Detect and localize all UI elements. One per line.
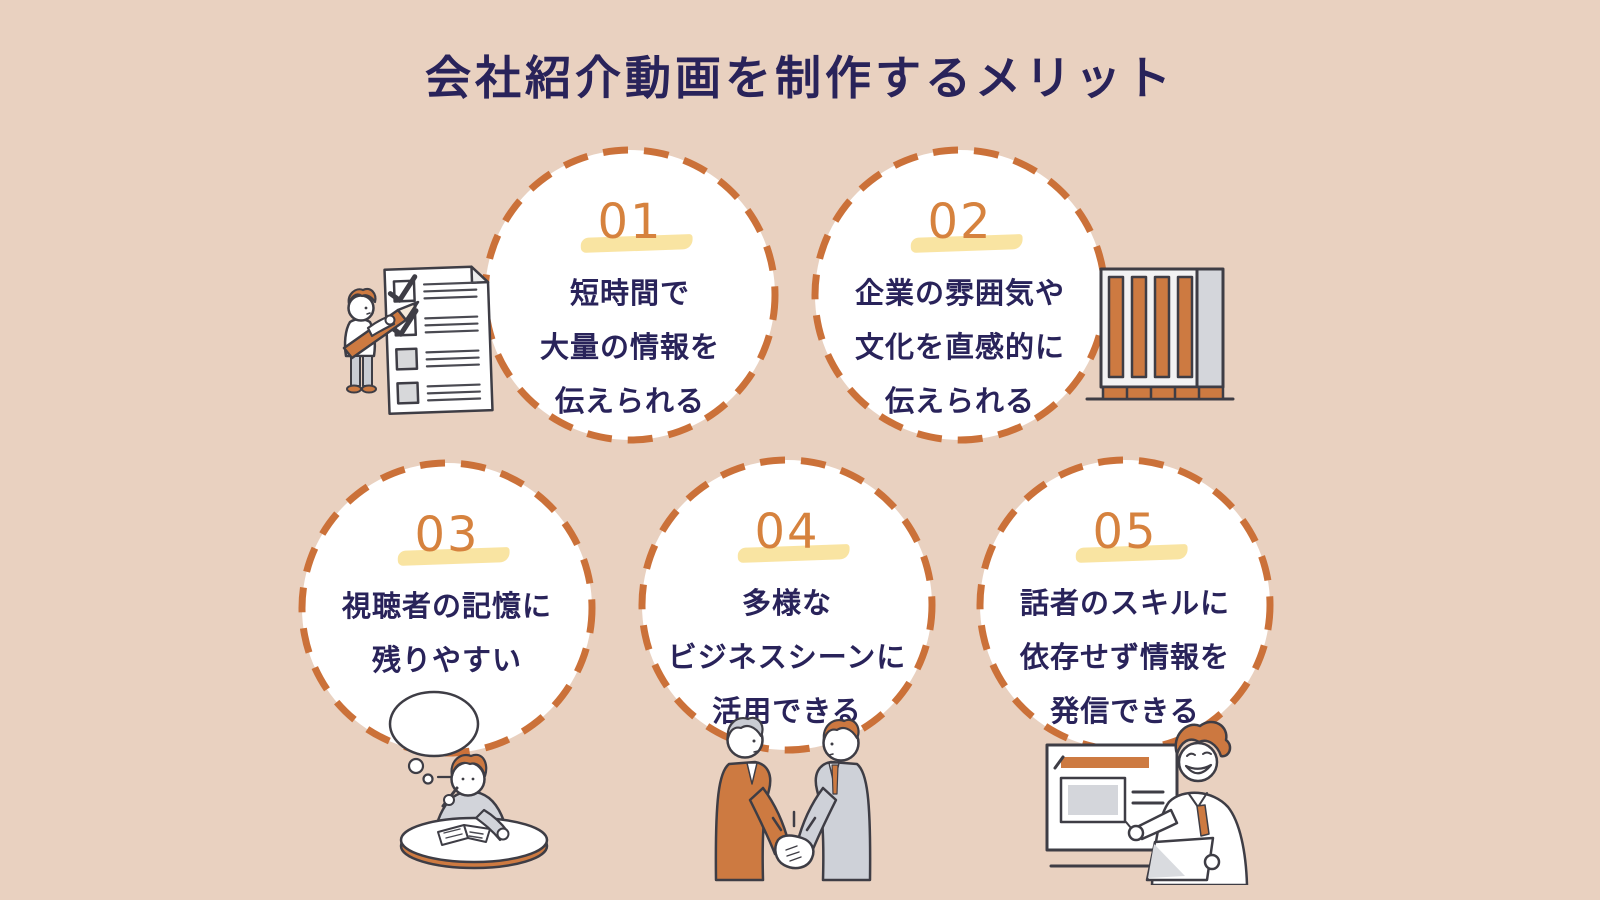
benefit-number: 03 [414, 507, 480, 563]
benefit-text-line: 依存せず情報を [1019, 642, 1230, 674]
benefit-card-3-content: 03 視聴者の記憶に 残りやすい [297, 458, 597, 758]
benefit-number-wrap: 04 [737, 499, 850, 563]
benefit-text-line: 企業の雰囲気や [854, 278, 1065, 310]
person-thinking-at-table-icon [388, 690, 549, 870]
benefit-number-wrap: 02 [910, 189, 1023, 253]
business-handshake-icon [714, 716, 872, 882]
benefit-text: 企業の雰囲気や 文化を直感的に 伝えられる [855, 267, 1065, 429]
benefit-number: 01 [597, 194, 663, 250]
benefit-number: 02 [927, 194, 993, 250]
benefit-text-line: 伝えられる [554, 386, 705, 418]
benefit-card-5-content: 05 話者のスキルに 依存せず情報を 発信できる [975, 455, 1275, 755]
benefit-card-4: 04 多様な ビジネスシーンに 活用できる [637, 455, 937, 755]
benefit-number-wrap: 03 [397, 502, 510, 566]
dashed-circle-icon [638, 456, 936, 754]
benefit-text-line: 視聴者の記憶に [341, 591, 552, 623]
benefit-text: 短時間で 大量の情報を 伝えられる [540, 267, 720, 429]
benefit-text-line: 文化を直感的に [854, 332, 1065, 364]
benefit-card-2-content: 02 企業の雰囲気や 文化を直感的に 伝えられる [810, 145, 1110, 445]
benefit-card-1: 01 短時間で 大量の情報を 伝えられる [480, 145, 780, 445]
page-title: 会社紹介動画を制作するメリット [425, 52, 1175, 104]
benefit-card-3: 03 視聴者の記憶に 残りやすい [297, 458, 597, 758]
benefit-text: 話者のスキルに 依存せず情報を 発信できる [1020, 577, 1230, 739]
benefit-number: 05 [1092, 504, 1158, 560]
benefit-number: 04 [754, 504, 820, 560]
benefit-text-line: 大量の情報を [539, 332, 720, 364]
benefit-number-wrap: 01 [580, 189, 693, 253]
office-building-icon [1085, 267, 1235, 401]
presenter-with-board-icon [1045, 720, 1249, 885]
person-checking-list-icon [342, 265, 494, 415]
benefit-card-1-content: 01 短時間で 大量の情報を 伝えられる [480, 145, 780, 445]
benefit-text: 視聴者の記憶に 残りやすい [342, 580, 552, 688]
benefit-text-line: 残りやすい [371, 645, 522, 677]
benefit-card-5: 05 話者のスキルに 依存せず情報を 発信できる [975, 455, 1275, 755]
benefit-card-2: 02 企業の雰囲気や 文化を直感的に 伝えられる [810, 145, 1110, 445]
benefit-text-line: 伝えられる [884, 386, 1035, 418]
benefit-number-wrap: 05 [1075, 499, 1188, 563]
benefit-text-line: ビジネスシーンに [667, 642, 907, 674]
benefit-text-line: 発信できる [1050, 696, 1200, 728]
benefit-text-line: 多様な [741, 588, 832, 620]
benefit-text-line: 話者のスキルに [1019, 588, 1230, 620]
benefit-text-line: 短時間で [569, 278, 690, 310]
